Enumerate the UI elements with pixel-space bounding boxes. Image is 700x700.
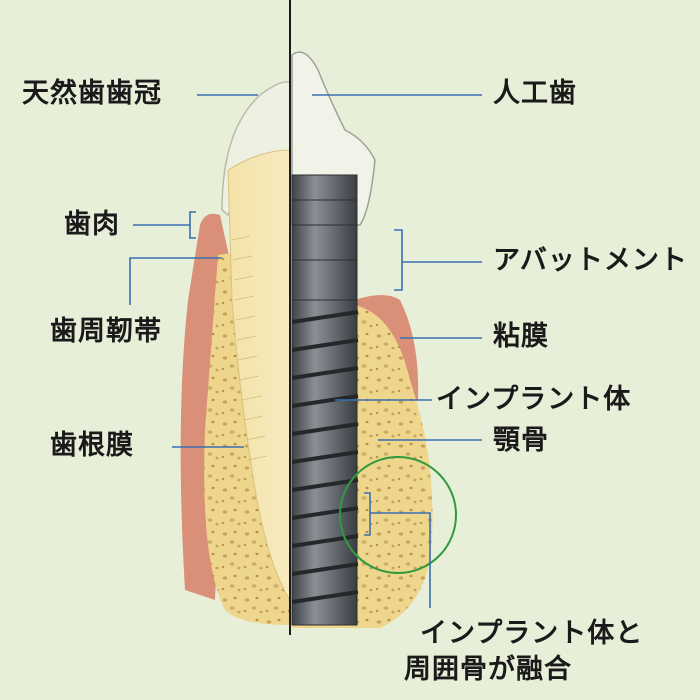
- osseointegration-highlight: [339, 456, 457, 574]
- label-gingiva: 歯肉: [64, 209, 120, 240]
- ligament-fibers: [231, 235, 268, 461]
- label-gingival-fiber: 歯周靭帯: [50, 316, 162, 347]
- label-pdl: 歯根膜: [50, 430, 134, 461]
- abutment-shape: [291, 174, 358, 301]
- implant-threads: [291, 310, 359, 604]
- leader-lines: [129, 94, 482, 608]
- abutment-rings: [292, 199, 357, 261]
- label-natural-crown: 天然歯歯冠: [22, 78, 162, 109]
- label-mucosa: 粘膜: [493, 321, 549, 352]
- label-implant-body: インプラント体: [436, 384, 632, 415]
- label-osseo-line2: 周囲骨が融合: [404, 654, 572, 685]
- label-jawbone: 顎骨: [493, 425, 549, 456]
- label-abutment: アバットメント: [493, 245, 688, 276]
- label-osseo-line1: インプラント体と: [420, 618, 644, 649]
- natural-root-shape: [227, 149, 291, 602]
- label-artificial-tooth: 人工歯: [493, 78, 577, 109]
